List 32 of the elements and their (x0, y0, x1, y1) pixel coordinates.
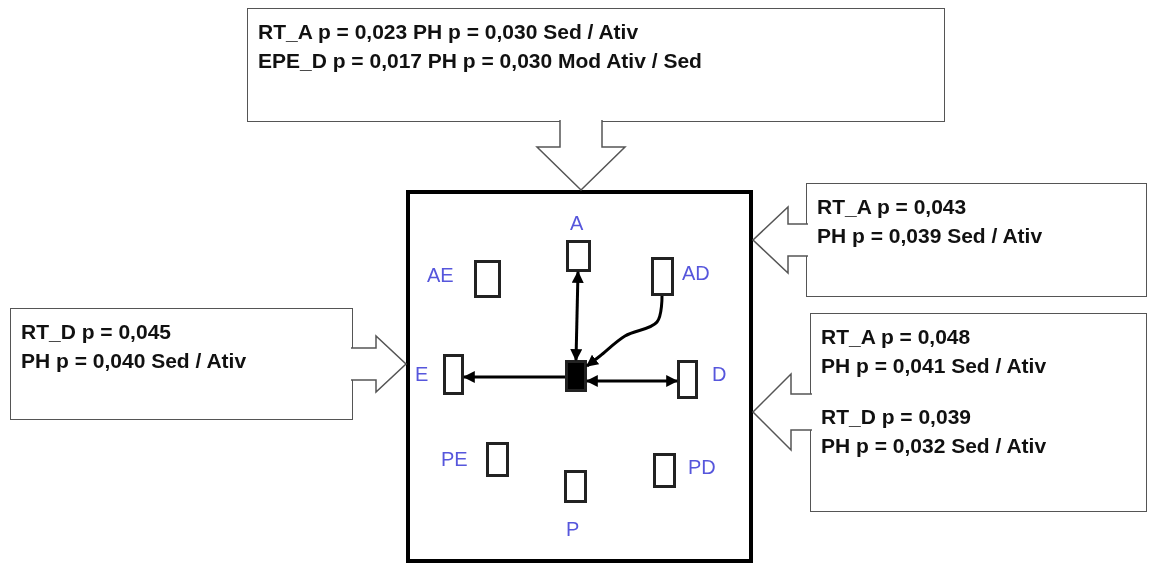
arrow (462, 371, 565, 383)
center-square (565, 360, 587, 392)
position-label: AE (427, 264, 454, 286)
callout-text: RT_D p = 0,045 (21, 319, 171, 345)
arrow (586, 295, 664, 368)
position-label: E (415, 363, 429, 385)
position-label: PE (441, 448, 468, 470)
panel-frame (406, 190, 753, 563)
callout-text: PH p = 0,039 Sed / Ativ (817, 223, 1043, 249)
block-arrow (751, 205, 809, 275)
callout-text: PH p = 0,041 Sed / Ativ (821, 353, 1047, 379)
position-label: D (712, 363, 727, 385)
callout-text: RT_A p = 0,023 PH p = 0,030 Sed / Ativ (258, 19, 639, 45)
arrow (570, 270, 584, 362)
callout-text: RT_D p = 0,039 (821, 404, 971, 430)
callout-box (247, 8, 945, 122)
callout-text: RT_A p = 0,048 (821, 324, 971, 350)
block-arrow (535, 119, 627, 192)
callout-text: PH p = 0,040 Sed / Ativ (21, 348, 247, 374)
callout-text: EPE_D p = 0,017 PH p = 0,030 Mod Ativ / Sed (258, 48, 702, 74)
position-label: AD (682, 262, 710, 284)
arrow (585, 375, 679, 387)
callout-box (10, 308, 353, 420)
callout-box (810, 313, 1147, 512)
position-label: A (570, 212, 584, 234)
callout-box (806, 183, 1147, 297)
position-label: PD (688, 456, 716, 478)
callout-text: RT_A p = 0,043 (817, 194, 967, 220)
block-arrow (350, 334, 408, 394)
position-label: P (566, 518, 580, 540)
callout-text: PH p = 0,032 Sed / Ativ (821, 433, 1047, 459)
block-arrow (751, 372, 813, 452)
